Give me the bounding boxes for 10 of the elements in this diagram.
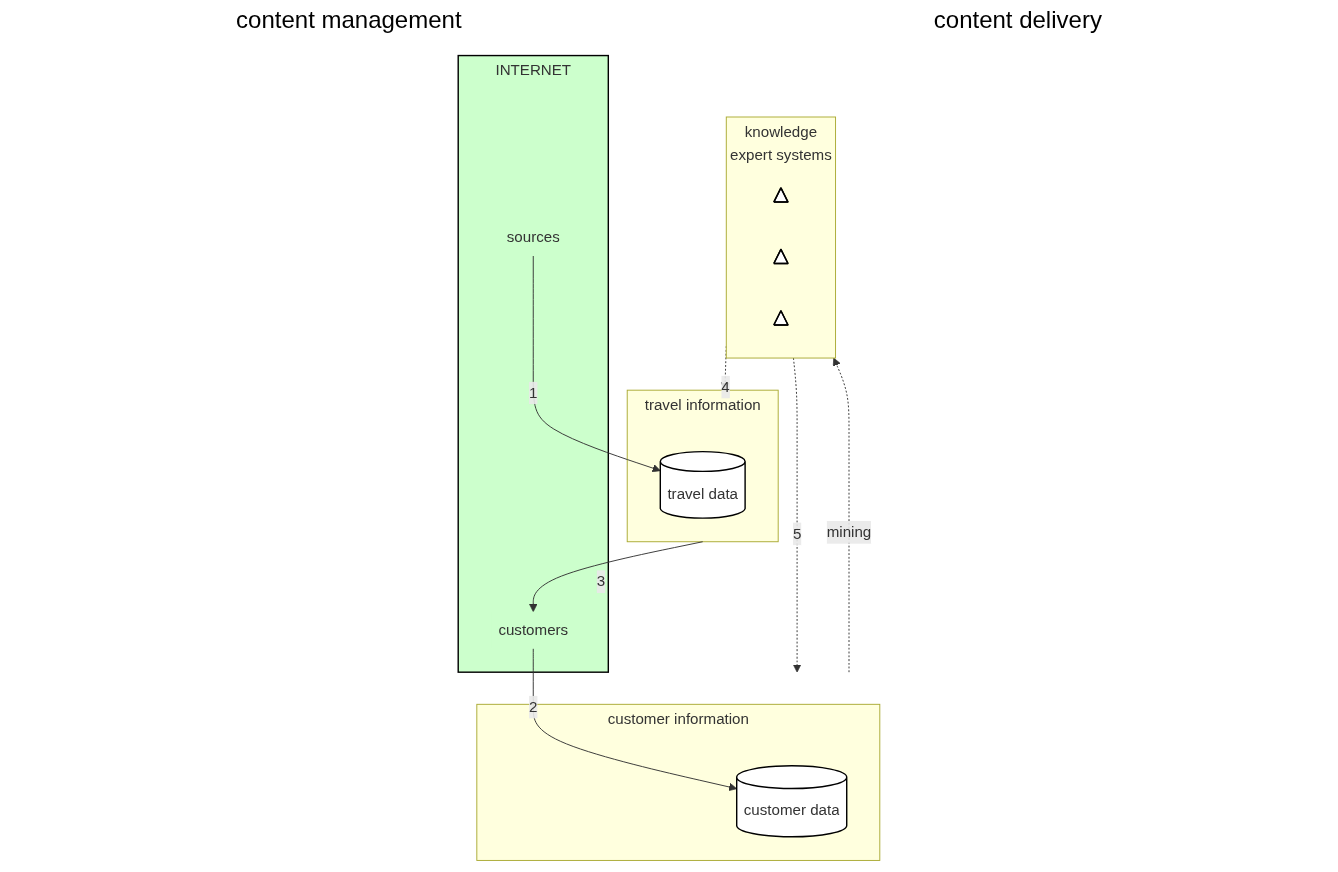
edge-label: 4 <box>721 378 730 395</box>
edge-label: 1 <box>529 384 538 401</box>
node-text: customers <box>498 621 569 638</box>
edge-label: mining <box>826 523 872 540</box>
cluster: knowledge expert systems <box>725 116 836 359</box>
section-heading: content management <box>236 6 462 35</box>
section-heading: content delivery <box>933 6 1102 35</box>
edge-label: 3 <box>596 573 606 590</box>
edge-label: 5 <box>792 525 802 542</box>
node-text: sources <box>506 229 560 246</box>
